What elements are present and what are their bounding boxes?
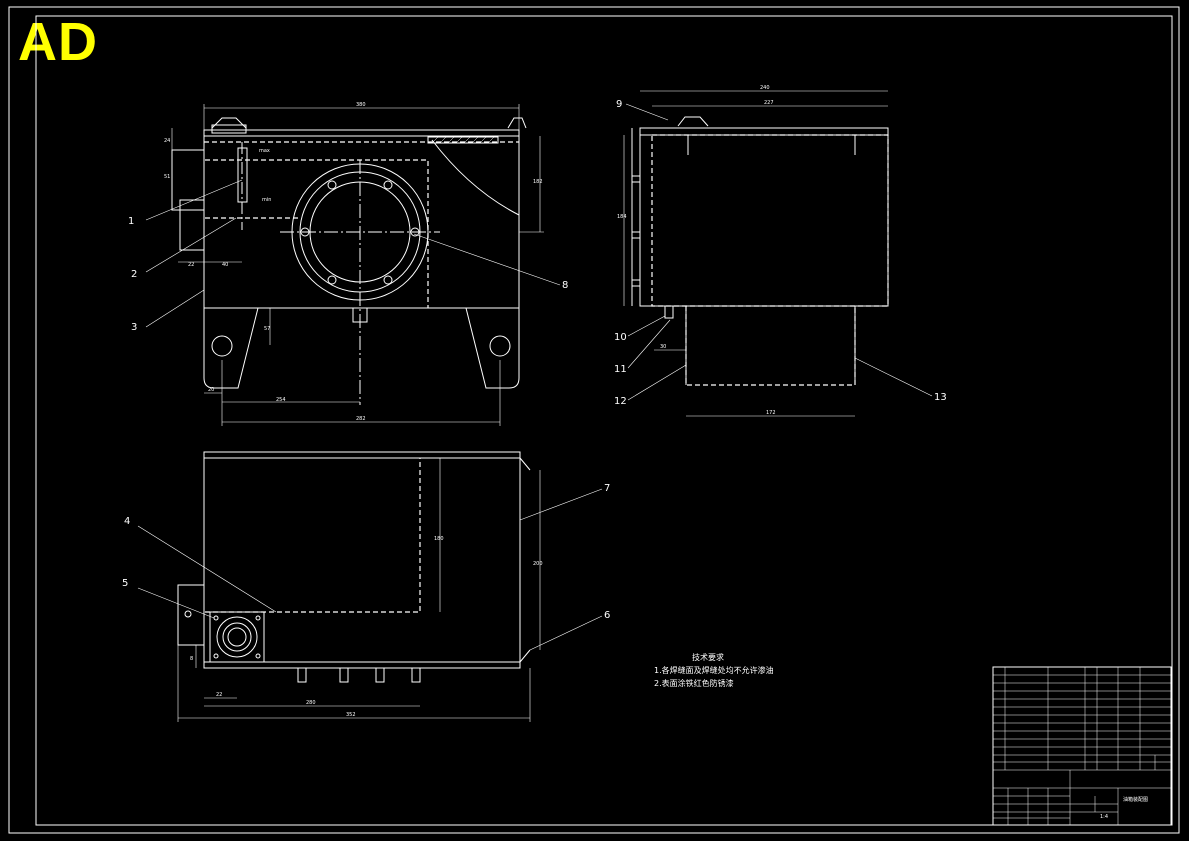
part-label-5: 5 [122,578,128,589]
svg-text:22: 22 [216,692,222,698]
brand-logo: AD [18,12,98,72]
svg-text:280: 280 [306,700,316,706]
top-view: 180 200 22 280 352 8 [177,451,543,722]
svg-text:8: 8 [190,656,193,662]
svg-text:22: 22 [188,262,194,268]
svg-text:227: 227 [764,100,774,106]
part-label-11: 11 [614,364,627,375]
svg-text:184: 184 [617,214,627,220]
svg-text:30: 30 [660,344,666,350]
svg-text:182: 182 [533,179,543,185]
part-label-1: 1 [128,216,134,227]
part-label-10: 10 [614,332,627,343]
svg-text:200: 200 [533,561,543,567]
part-label-2: 2 [131,269,137,280]
svg-text:40: 40 [222,262,228,268]
part-label-6: 6 [604,610,610,621]
part-label-7: 7 [604,483,610,494]
front-view-leaders [145,179,561,328]
svg-text:380: 380 [356,102,366,108]
side-view: 240 227 184 30 172 [617,85,889,417]
svg-text:282: 282 [356,416,366,422]
drawing-scale: 1:4 [1100,814,1108,820]
part-label-4: 4 [124,516,130,527]
svg-text:240: 240 [760,85,770,91]
svg-text:254: 254 [276,397,286,403]
svg-text:57: 57 [264,326,270,332]
title-block: 油箱装配图 1:4 [992,666,1172,826]
svg-text:172: 172 [766,410,776,416]
part-label-13: 13 [934,392,947,403]
level-max-label: max [259,148,270,154]
svg-text:24: 24 [164,138,170,144]
part-label-8: 8 [562,280,568,291]
outer-border [8,6,1180,834]
level-min-label: min [262,197,271,203]
part-label-12: 12 [614,396,627,407]
side-view-leaders [625,103,933,401]
svg-text:180: 180 [434,536,444,542]
svg-text:20: 20 [208,387,214,393]
front-view: max min 380 24 [164,102,544,426]
part-label-3: 3 [131,322,137,333]
notes-title: 技术要求 [692,652,724,662]
svg-text:352: 352 [346,712,356,718]
drawing-name: 油箱装配图 [1123,796,1148,803]
part-label-9: 9 [616,99,622,110]
technical-notes: 技术要求 1.各焊缝面及焊缝处均不允许渗油 2.表面涂铁红色防锈漆 [654,652,774,688]
notes-line-2: 2.表面涂铁红色防锈漆 [654,678,734,688]
top-view-leaders [137,488,603,651]
svg-text:51: 51 [164,174,170,180]
inner-border [35,15,1173,826]
notes-line-1: 1.各焊缝面及焊缝处均不允许渗油 [654,665,774,675]
